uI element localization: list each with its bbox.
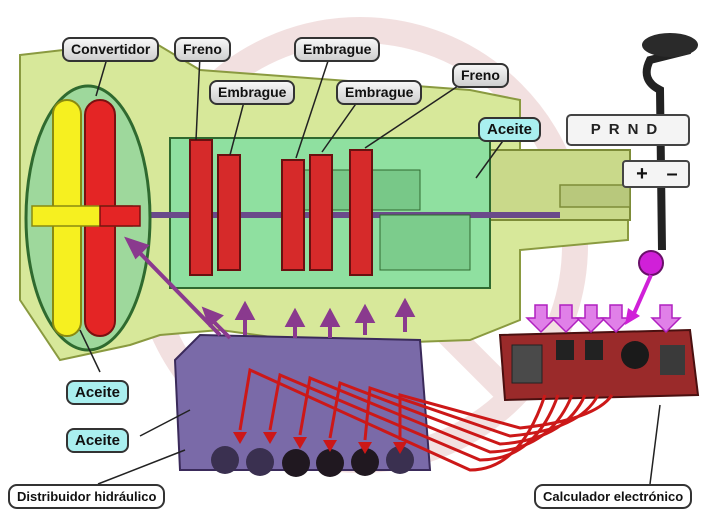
shift-minus: –	[660, 162, 684, 186]
shifter-positions: PRND	[568, 121, 688, 138]
valve-body	[175, 335, 430, 477]
label-freno-1: Freno	[174, 37, 231, 62]
ecu-board	[500, 330, 698, 400]
shift-plus: +	[630, 162, 654, 186]
label-distribuidor: Distribuidor hidráulico	[8, 484, 165, 509]
label-aceite-left-2: Aceite	[66, 428, 129, 453]
label-embrague-2: Embrague	[294, 37, 380, 62]
label-embrague-3: Embrague	[336, 80, 422, 105]
torque-converter	[26, 86, 150, 350]
label-convertidor: Convertidor	[62, 37, 159, 62]
label-aceite-left-1: Aceite	[66, 380, 129, 405]
label-aceite-top: Aceite	[478, 117, 541, 142]
label-freno-2: Freno	[452, 63, 509, 88]
label-embrague-1: Embrague	[209, 80, 295, 105]
shifter-positions-panel: PRND	[566, 114, 690, 146]
label-calculador: Calculador electrónico	[534, 484, 692, 509]
manual-shift-panel: + –	[622, 160, 690, 188]
